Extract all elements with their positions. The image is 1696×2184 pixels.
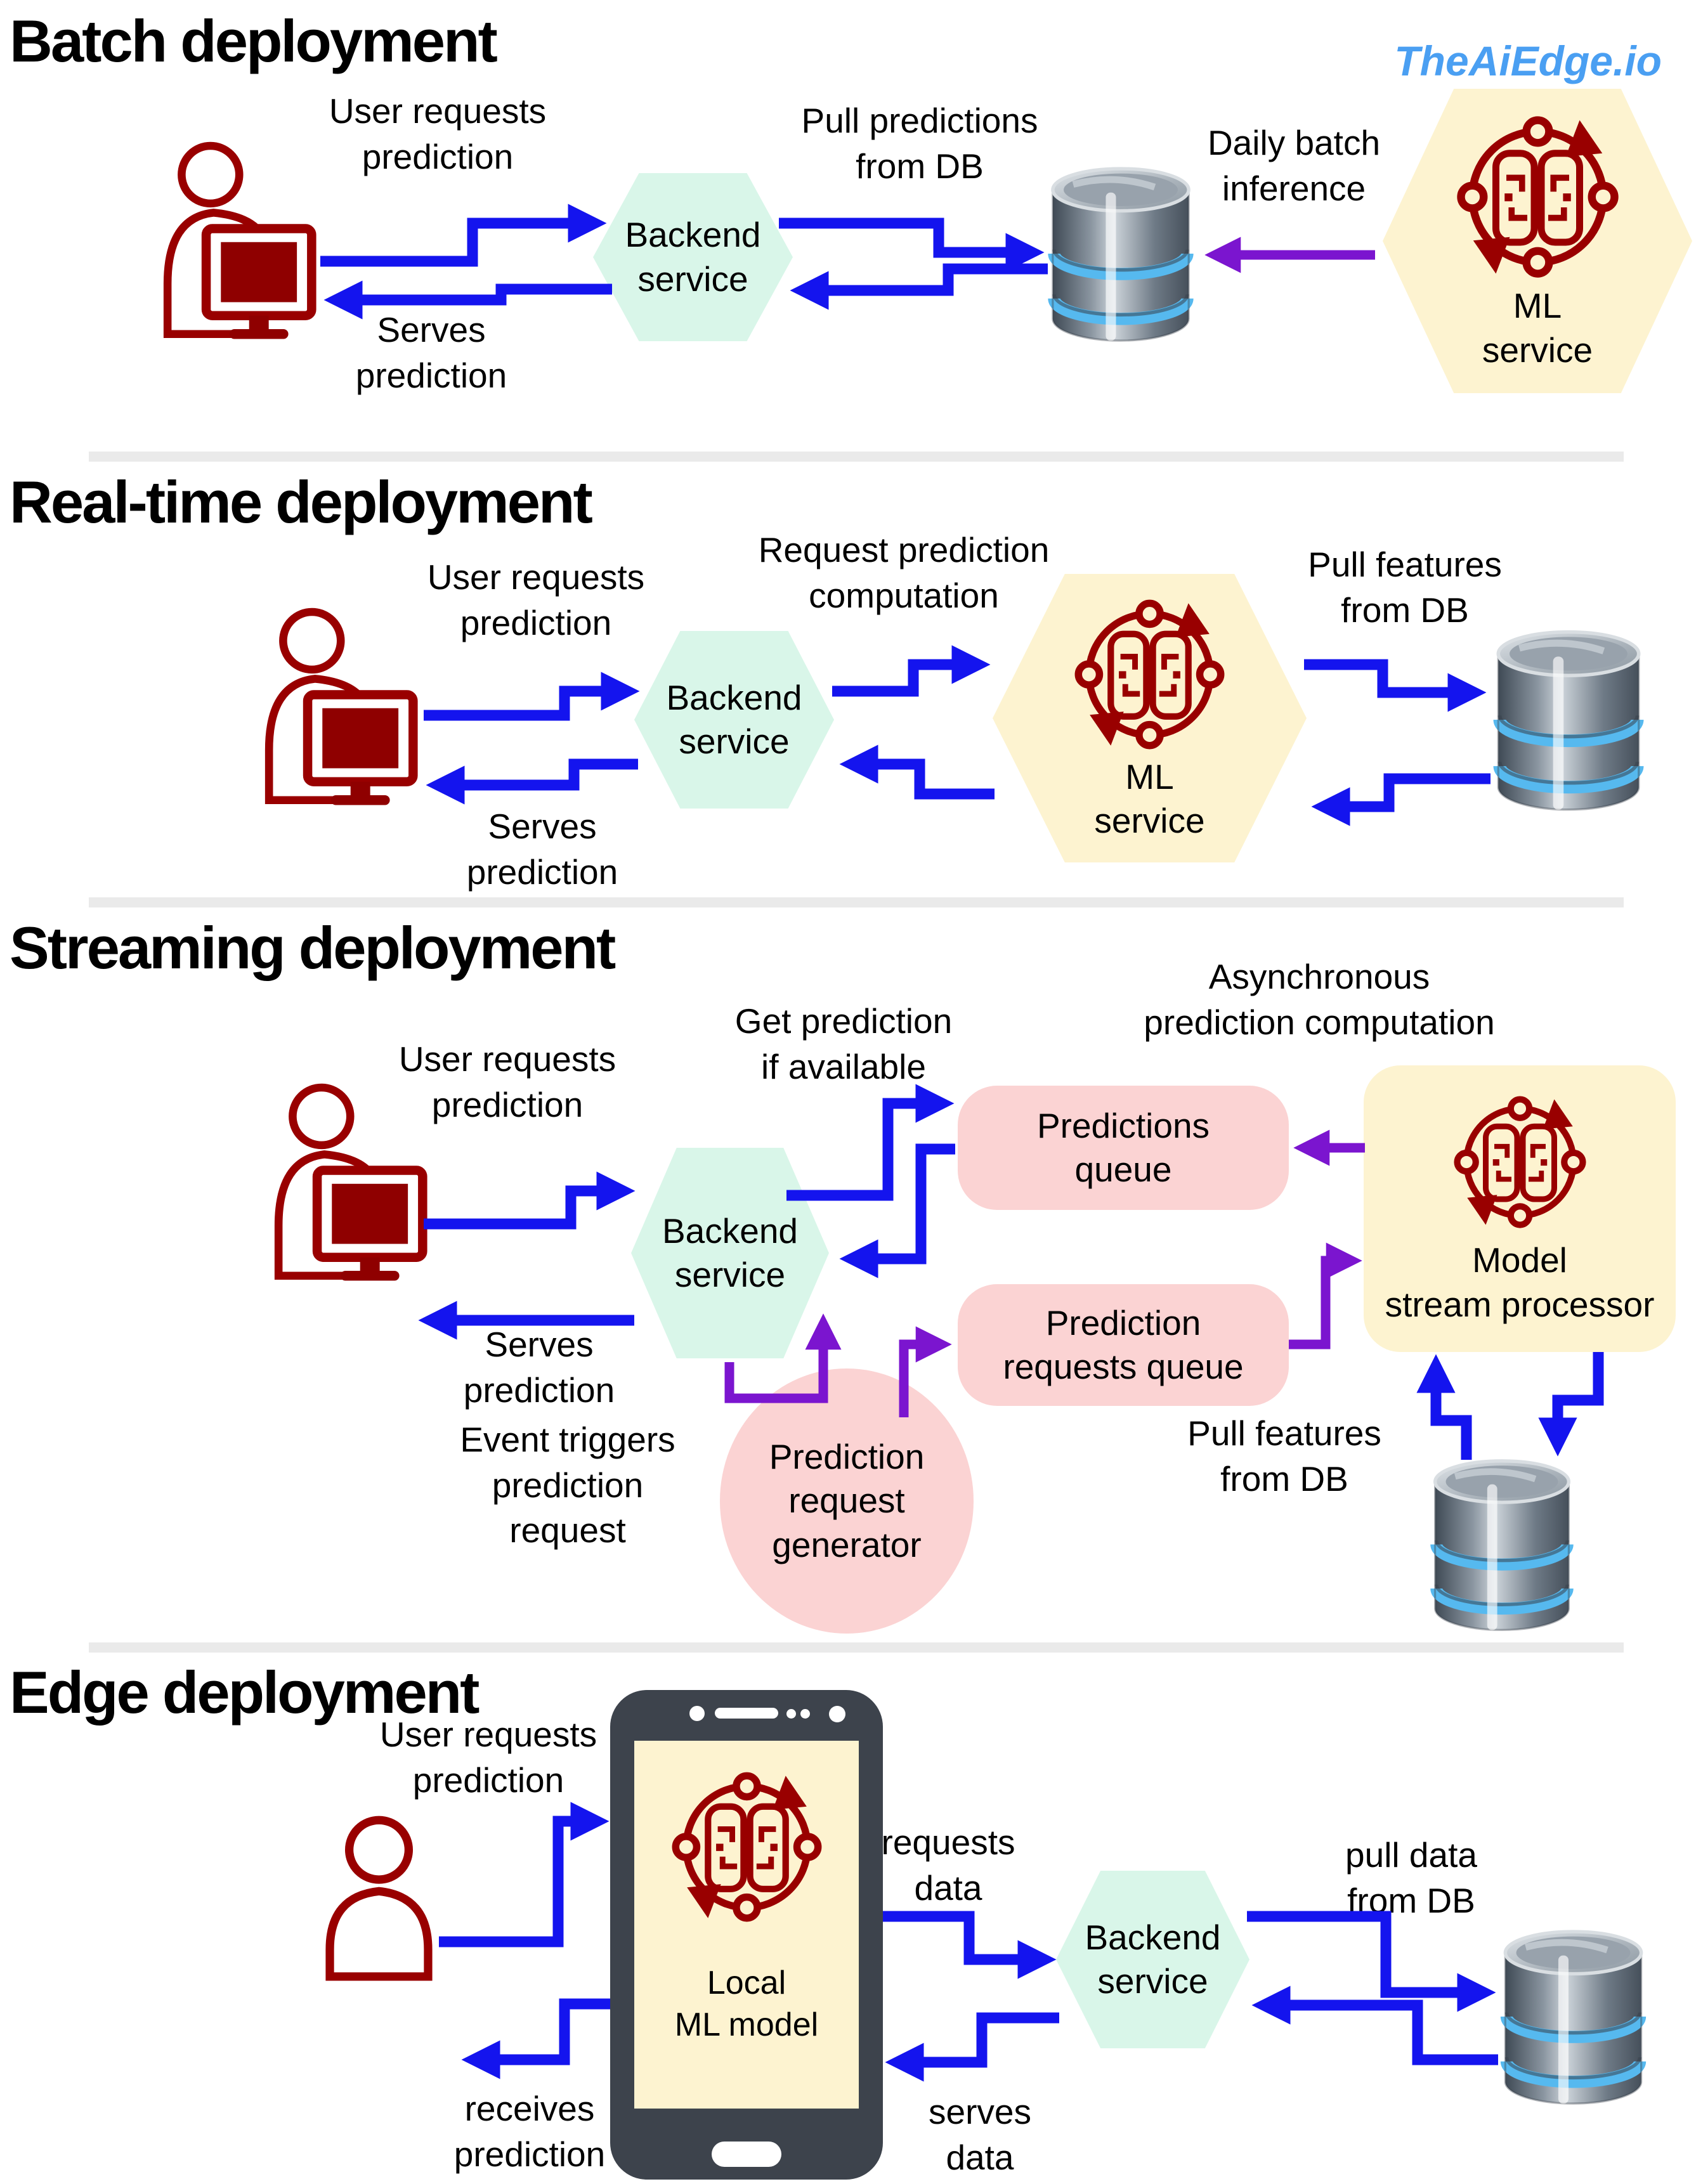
streaming-event-triggers-label: Event triggers prediction request <box>460 1420 675 1550</box>
phone-screen: Local ML model <box>634 1741 859 2109</box>
section-title-realtime: Real-time deployment <box>10 469 593 535</box>
section-divider <box>89 452 1624 462</box>
edge-requests-data-label: requests data <box>881 1823 1015 1908</box>
arrow-streaming-db-to-processor <box>1416 1354 1472 1460</box>
user-with-monitor-icon <box>254 602 438 805</box>
edge-serves-data-label: serves data <box>929 2092 1031 2177</box>
model-stream-processor-label: Model stream processor <box>1385 1240 1655 1324</box>
prediction-request-generator-node: Prediction request generator <box>720 1368 974 1634</box>
local-ml-model-label: Local ML model <box>674 1965 819 2043</box>
streaming-serves-prediction-label: Serves prediction <box>463 1325 615 1410</box>
ml-brain-icon <box>1069 594 1230 755</box>
edge-pull-data-label: pull data from DB <box>1345 1835 1477 1920</box>
realtime-backend-service-label: Backend service <box>666 677 802 761</box>
edge-backend-service-node: Backend service <box>1056 1871 1249 2048</box>
streaming-backend-service-label: Backend service <box>662 1211 799 1294</box>
brand-logo: TheAiEdge.io <box>1394 37 1662 84</box>
ml-brain-icon <box>1451 110 1625 284</box>
arrow-streaming-predqueue-to-backend <box>839 1143 955 1278</box>
edge-backend-service-label: Backend service <box>1085 1917 1221 2001</box>
edge-receives-prediction-label: receives prediction <box>453 2089 606 2174</box>
streaming-get-prediction-label: Get prediction if available <box>734 1001 953 1086</box>
arrow-batch-db-to-backend <box>790 263 1048 310</box>
arrow-realtime-user-to-backend <box>424 672 640 721</box>
realtime-ml-service-label: ML service <box>1094 757 1205 840</box>
edge-database-icon <box>1496 1921 1651 2112</box>
batch-backend-service-label: Backend service <box>625 215 761 299</box>
batch-pull-predictions-label: Pull predictions from DB <box>801 101 1038 186</box>
batch-database-icon <box>1045 159 1196 349</box>
phone-camera-icon <box>689 1706 705 1721</box>
streaming-database-icon <box>1426 1451 1578 1638</box>
arrow-edge-user-to-phone <box>439 1802 610 1947</box>
section-divider <box>89 1642 1624 1653</box>
user-icon <box>320 1814 438 1982</box>
arrow-streaming-backend-to-predqueue <box>786 1084 955 1201</box>
realtime-request-computation-label: Request prediction computation <box>758 530 1050 615</box>
section-title-edge: Edge deployment <box>10 1659 479 1726</box>
streaming-pull-features-label: Pull features from DB <box>1187 1414 1381 1498</box>
arrow-batch-backend-to-user <box>323 280 612 320</box>
realtime-ml-service-node: ML service <box>993 574 1307 862</box>
arrow-streaming-processor-to-db <box>1538 1352 1604 1457</box>
edge-user-requests-label: User requests prediction <box>379 1715 597 1800</box>
prediction-request-generator-label: Prediction request generator <box>769 1437 925 1564</box>
arrow-realtime-ml-to-db <box>1304 659 1487 712</box>
arrow-batch-user-to-backend <box>320 204 607 267</box>
arrow-streaming-reqqueue-to-processor <box>1289 1242 1362 1349</box>
streaming-backend-service-node: Backend service <box>631 1148 829 1358</box>
arrow-realtime-backend-to-user <box>426 758 638 805</box>
realtime-serves-prediction-label: Serves prediction <box>466 807 618 892</box>
realtime-database-icon <box>1489 621 1648 818</box>
batch-user-requests-label: User requests prediction <box>329 91 547 176</box>
phone-speaker-icon <box>715 1708 778 1719</box>
arrow-streaming-user-to-backend <box>424 1171 636 1230</box>
model-stream-processor-node: Model stream processor <box>1364 1065 1676 1352</box>
arrow-realtime-backend-to-ml <box>832 645 991 697</box>
prediction-requests-queue-node: Prediction requests queue <box>958 1284 1289 1406</box>
arrow-batch-backend-to-db <box>779 218 1045 272</box>
streaming-user-requests-label: User requests prediction <box>398 1039 616 1124</box>
realtime-pull-features-label: Pull features from DB <box>1308 545 1502 630</box>
phone-camera-icon <box>829 1706 845 1722</box>
streaming-async-computation-label: Asynchronous prediction computation <box>1144 957 1495 1042</box>
arrow-edge-backend-to-phone <box>885 2012 1059 2082</box>
phone-sensor-icon <box>800 1709 810 1719</box>
arrow-edge-backend-to-db <box>1247 1911 1496 2012</box>
arrow-realtime-db-to-ml <box>1311 773 1491 826</box>
section-divider <box>89 897 1624 907</box>
batch-backend-service-node: Backend service <box>593 173 793 341</box>
batch-serves-prediction-label: Serves prediction <box>355 310 507 395</box>
arrow-realtime-ml-to-backend <box>839 744 995 800</box>
prediction-requests-queue-label: Prediction requests queue <box>1003 1303 1244 1386</box>
smartphone: Local ML model <box>610 1690 883 2180</box>
user-with-monitor-icon <box>152 136 336 339</box>
arrow-edge-phone-to-backend <box>883 1911 1057 1979</box>
realtime-user-requests-label: User requests prediction <box>427 557 645 642</box>
batch-daily-inference-label: Daily batch inference <box>1207 123 1381 208</box>
phone-home-button <box>712 2142 781 2167</box>
ml-brain-icon <box>1449 1091 1591 1233</box>
batch-ml-service-label: ML service <box>1482 286 1593 370</box>
ml-brain-icon <box>666 1766 828 1928</box>
predictions-queue-label: Predictions queue <box>1036 1105 1210 1189</box>
realtime-backend-service-node: Backend service <box>634 631 834 809</box>
batch-ml-service-node: ML service <box>1383 89 1692 393</box>
arrow-edge-phone-to-user <box>461 1998 610 2079</box>
section-title-batch: Batch deployment <box>10 8 498 74</box>
section-title-streaming: Streaming deployment <box>10 914 616 981</box>
arrow-edge-db-to-backend <box>1251 1986 1498 2065</box>
phone-sensor-icon <box>786 1709 796 1719</box>
predictions-queue-node: Predictions queue <box>958 1086 1289 1210</box>
